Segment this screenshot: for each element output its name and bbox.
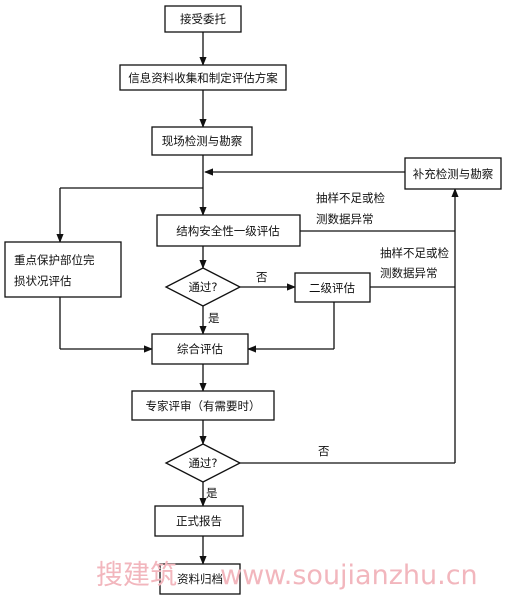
node-accept-label: 接受委托 — [180, 12, 226, 26]
node-overall — [151, 333, 249, 365]
label-anomaly1-2: 测数据异常 — [316, 212, 374, 226]
label-anomaly2-2: 测数据异常 — [380, 266, 438, 280]
node-expert — [131, 390, 275, 421]
label-decision2-yes: 是 — [206, 486, 218, 500]
node-collect — [119, 64, 287, 91]
node-level1 — [156, 214, 301, 247]
label-anomaly1-1: 抽样不足或检 — [316, 191, 385, 205]
node-collect-label: 信息资料收集和制定评估方案 — [128, 71, 278, 85]
node-level2-label: 二级评估 — [309, 281, 355, 295]
node-protect — [4, 241, 122, 298]
node-archive — [159, 563, 241, 595]
node-archive-label: 资料归档 — [177, 572, 223, 586]
label-decision2-no: 否 — [318, 444, 330, 458]
label-decision1-yes: 是 — [208, 311, 220, 325]
node-accept — [164, 5, 242, 33]
node-protect-label-1: 重点保护部位完 — [14, 253, 95, 267]
node-decision1-label: 通过? — [188, 280, 217, 294]
node-expert-label: 专家评审（有需要时） — [146, 399, 261, 413]
label-decision1-no: 否 — [256, 270, 268, 284]
node-survey — [151, 126, 253, 156]
node-level2 — [294, 272, 371, 303]
node-supplement — [404, 157, 502, 190]
node-decision2-label: 通过? — [188, 456, 217, 470]
node-supplement-label: 补充检测与勘察 — [413, 167, 494, 181]
label-anomaly2-1: 抽样不足或检 — [380, 246, 449, 260]
node-report-label: 正式报告 — [176, 514, 222, 528]
node-level1-label: 结构安全性一级评估 — [176, 224, 280, 238]
node-survey-label: 现场检测与勘察 — [162, 134, 243, 148]
watermark-url: www.soujianzhu.cn — [220, 560, 478, 591]
watermark-cn: 搜建筑 — [96, 560, 177, 591]
node-report — [154, 505, 244, 537]
node-protect-label-2: 损状况评估 — [14, 274, 72, 288]
node-decision1 — [164, 267, 242, 307]
node-overall-label: 综合评估 — [177, 342, 223, 356]
node-decision2 — [164, 443, 242, 483]
